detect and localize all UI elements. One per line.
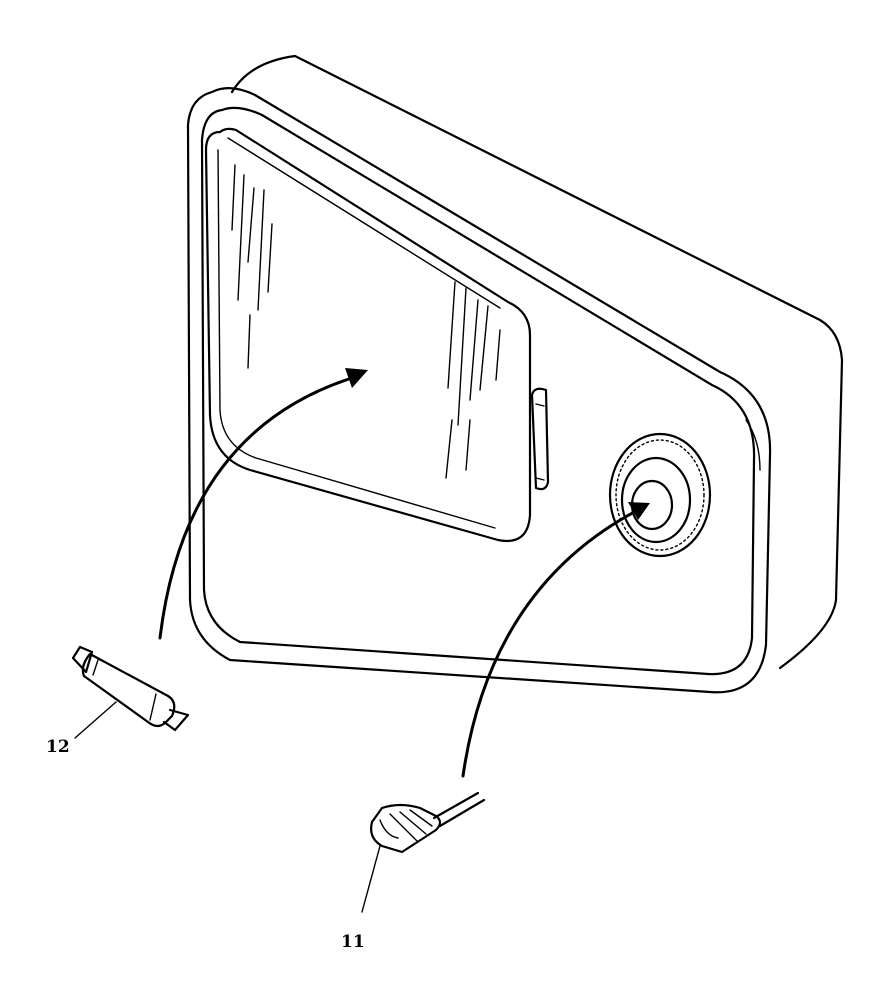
bulb-leader-line (74, 701, 117, 739)
bulb-socket (370, 791, 486, 854)
bulb-arrow (158, 368, 368, 640)
socket-grommet (608, 432, 712, 558)
lamp-housing (186, 54, 844, 694)
lamp-lens (204, 127, 532, 543)
socket-arrow (461, 502, 650, 778)
socket-callout-label: 11 (341, 932, 365, 952)
side-tab (530, 387, 550, 491)
festoon-bulb (71, 645, 190, 732)
socket-leader-line (361, 845, 381, 913)
bulb-callout-label: 12 (46, 737, 70, 757)
